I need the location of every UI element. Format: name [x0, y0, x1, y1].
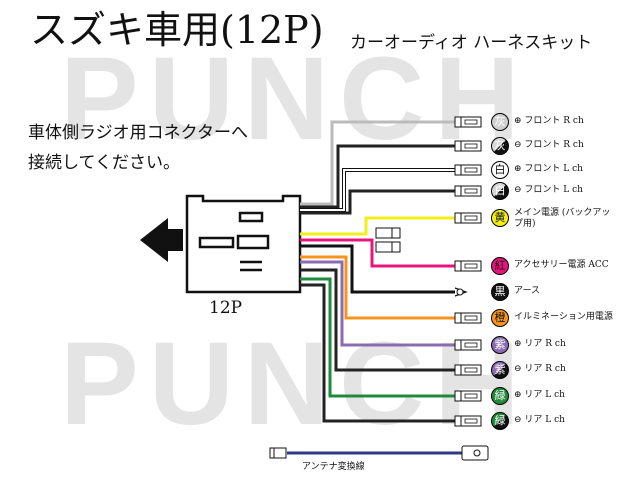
wire-6 [300, 238, 482, 272]
antenna-label: アンテナ変換線 [302, 462, 365, 472]
connector-label: 12P [209, 298, 243, 318]
wire-color-badge: 灰 [491, 113, 509, 131]
wire-color-badge: 紅 [491, 257, 509, 275]
wire-7 [300, 244, 468, 297]
wire-label: ⊕ リア L ch [514, 390, 565, 400]
badge-text: 緑 [494, 389, 506, 402]
badge-text: 紫 [494, 338, 506, 351]
connector-12p [185, 194, 302, 294]
wire-layer [300, 116, 482, 427]
wire-12 [300, 283, 482, 427]
wire-11 [300, 277, 482, 402]
badge-text: 灰 [494, 115, 506, 128]
badge-text: 灰 [494, 139, 506, 152]
badge-text: 黄 [494, 211, 506, 224]
wire-label: アース [514, 286, 541, 296]
instruction-line-2: 接続してください。 [28, 153, 180, 173]
wire-9 [300, 260, 482, 351]
page-title: スズキ車用(12P) [30, 8, 324, 52]
wire-4 [300, 185, 482, 215]
wire-1 [300, 116, 482, 206]
wire-color-badge: 白 [491, 182, 509, 200]
wire-2 [300, 140, 482, 209]
watermark-top: PUNCH [60, 33, 530, 165]
badge-text: 橙 [494, 311, 506, 324]
wire-label: ⊖ リア R ch [514, 364, 566, 374]
wire-color-badge: 黄 [491, 209, 509, 227]
wire-color-badge: 白 [491, 161, 509, 179]
wire-label: ⊖ フロント L ch [514, 185, 583, 195]
wire-color-badge: 緑 [491, 412, 509, 430]
badge-text: 白 [494, 163, 506, 176]
wire-5 [300, 212, 482, 239]
wire-label: イルミネーション用電源 [514, 312, 613, 322]
instruction-line-1: 車体側ラジオ用コネクターへ [28, 123, 248, 143]
wire-10 [300, 268, 482, 376]
wire-8 [300, 255, 482, 324]
wire-color-badge: 黒 [491, 283, 509, 301]
wire-label: アクセサリー電源 ACC [514, 260, 609, 270]
badge-text: 紫 [494, 363, 506, 376]
wire-label: ⊖ フロント R ch [514, 140, 584, 150]
badge-text: 緑 [494, 414, 506, 427]
badge-text: 紅 [494, 259, 506, 272]
antenna-wire [269, 445, 489, 461]
wire-color-badge: 緑 [491, 387, 509, 405]
wire-label: ⊕ フロント L ch [514, 164, 583, 174]
page-subtitle: カーオーディオ ハーネスキット [350, 33, 593, 53]
wire-3 [300, 164, 482, 212]
wire-color-badge: 橙 [491, 309, 509, 327]
wire-label: メイン電源 (バックアップ用) [514, 208, 611, 229]
wire-color-badge: 紫 [491, 361, 509, 379]
wire-label: ⊕ フロント R ch [514, 116, 584, 126]
wire-label: ⊕ リア R ch [514, 339, 566, 349]
wire-label: ⊖ リア L ch [514, 415, 565, 425]
wire-color-badge: 灰 [491, 137, 509, 155]
arrow-left-icon [140, 218, 183, 262]
wire-color-badge: 紫 [491, 336, 509, 354]
badge-text: 白 [494, 184, 506, 197]
badge-text: 黒 [494, 285, 506, 298]
